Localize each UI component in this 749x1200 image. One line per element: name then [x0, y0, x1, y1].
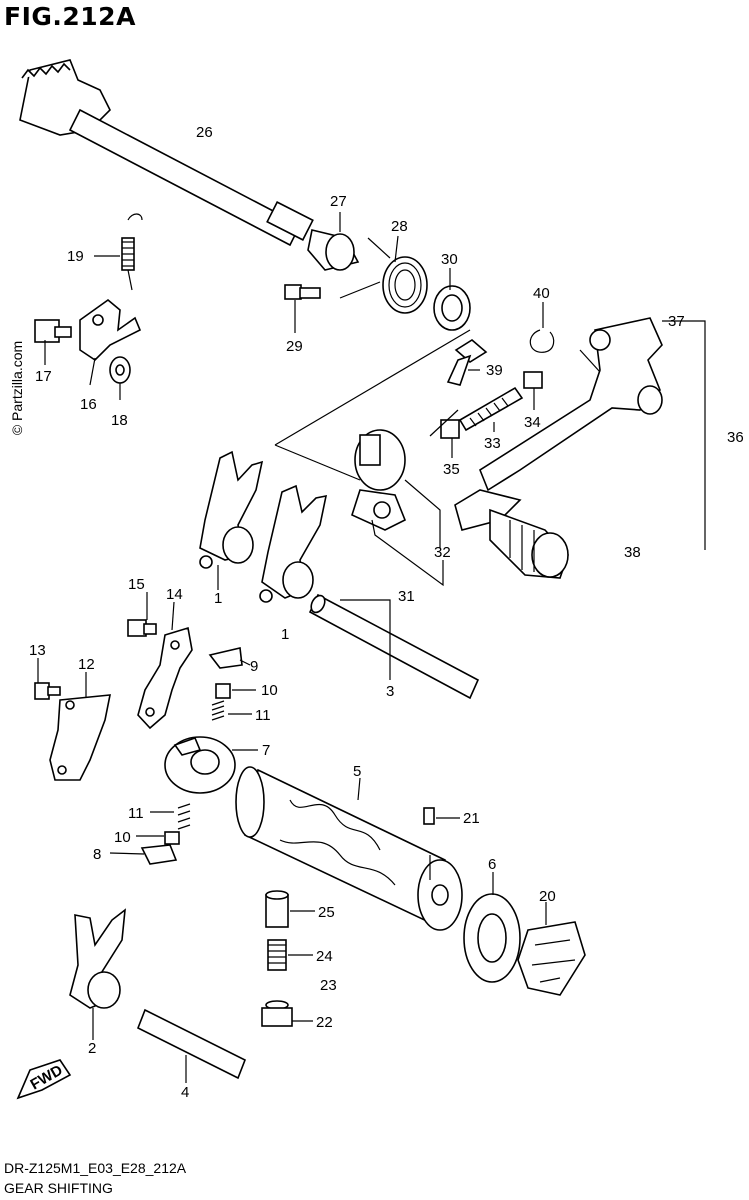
callout-38: 38 [624, 544, 641, 561]
pin-spring-part [267, 939, 287, 971]
callout-18: 18 [111, 412, 128, 429]
callout-31: 31 [398, 588, 415, 605]
callout-33: 33 [484, 435, 501, 452]
switch-plug-part [261, 1000, 293, 1027]
callout-35: 35 [443, 461, 460, 478]
gearshift-pawl-lower-part [140, 803, 191, 865]
callout-16: 16 [80, 396, 97, 413]
callout-10a: 10 [261, 682, 278, 699]
callout-labels: 26 27 28 19 30 40 37 17 16 18 29 39 34 3… [29, 124, 744, 1101]
callout-4: 4 [181, 1084, 189, 1101]
callout-17: 17 [35, 368, 52, 385]
cam-driven-gear-part [164, 736, 236, 794]
callout-21: 21 [463, 810, 480, 827]
callout-25: 25 [318, 904, 335, 921]
leader-lines [37, 212, 706, 1083]
cam-guide-part [34, 682, 111, 781]
callout-10b: 10 [114, 829, 131, 846]
fwd-arrow-icon [16, 1059, 72, 1100]
gearshift-fork-lower-part [259, 484, 328, 603]
gearshift-fork-bottom-part [69, 908, 126, 1009]
callout-37: 37 [668, 313, 685, 330]
callout-11a: 11 [255, 707, 271, 724]
tie-rod-part [440, 339, 543, 439]
callout-19: 19 [67, 248, 84, 265]
callout-30: 30 [441, 251, 458, 268]
callout-13: 13 [29, 642, 46, 659]
callout-3: 3 [386, 683, 394, 700]
gearshift-fork-upper-part [199, 450, 264, 569]
callout-22: 22 [316, 1014, 333, 1031]
callout-1a: 1 [214, 590, 222, 607]
diagram-caption: GEAR SHIFTING [4, 1180, 113, 1196]
diagram-code: DR-Z125M1_E03_E28_212A [4, 1160, 187, 1176]
callout-29: 29 [286, 338, 303, 355]
gear-shift-lever-part [454, 317, 663, 579]
spring-part [121, 213, 143, 291]
callout-11b: 11 [128, 805, 144, 822]
callout-7: 7 [262, 742, 270, 759]
callout-2: 2 [88, 1040, 96, 1057]
gearshift-arm-part [351, 429, 407, 531]
callout-8: 8 [93, 846, 101, 863]
callout-9: 9 [250, 658, 258, 675]
callout-23: 23 [320, 977, 337, 994]
callout-34: 34 [524, 414, 541, 431]
circlip-part [529, 329, 555, 353]
gearshift-cam-part [235, 766, 463, 931]
callout-6: 6 [488, 856, 496, 873]
callout-36: 36 [727, 429, 744, 446]
callout-24: 24 [316, 948, 333, 965]
callout-32: 32 [434, 544, 451, 561]
bolt-part [284, 284, 321, 300]
callout-20: 20 [539, 888, 556, 905]
neutral-pin-part [265, 890, 289, 928]
stopper-plate-part [34, 298, 142, 384]
callout-12: 12 [78, 656, 95, 673]
fork-shaft-upper-part [308, 593, 480, 700]
callout-40: 40 [533, 285, 550, 302]
callout-39: 39 [486, 362, 503, 379]
callout-14: 14 [166, 586, 183, 603]
callout-26: 26 [196, 124, 213, 141]
cam-stopper-plate-part [127, 619, 193, 730]
fork-shaft-lower-part [136, 1008, 247, 1080]
gear-shift-shaft-part [19, 59, 314, 247]
callout-15: 15 [128, 576, 145, 593]
callout-1b: 1 [281, 626, 289, 643]
oil-seal-part [433, 285, 471, 331]
callout-5: 5 [353, 763, 361, 780]
figure-title: FIG.212A [4, 2, 136, 31]
gearshift-pawl-upper-part [208, 647, 243, 721]
return-spring-part [339, 237, 428, 314]
cam-washer-part [463, 893, 521, 983]
cam-pin-part [423, 807, 435, 825]
cam-stopper-part [517, 921, 586, 996]
callout-27: 27 [330, 193, 347, 210]
bushing-part [307, 229, 360, 271]
callout-28: 28 [391, 218, 408, 235]
